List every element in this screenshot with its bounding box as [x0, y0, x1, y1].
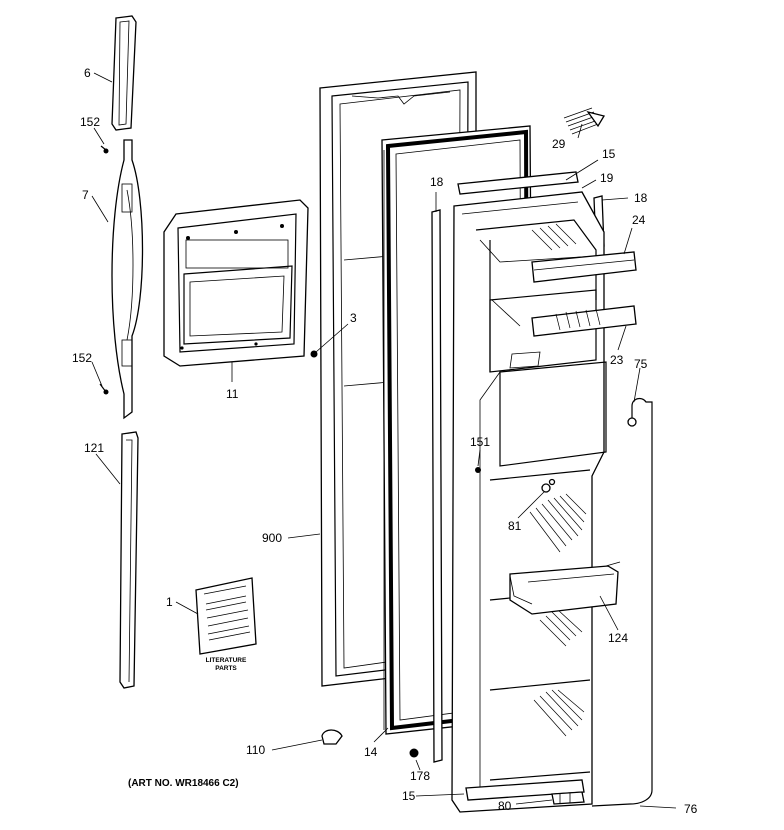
- door-liner: [451, 191, 607, 813]
- part-121-handle-trim: [119, 431, 139, 689]
- label-18-left: 18: [430, 175, 444, 189]
- label-7: 7: [82, 188, 89, 202]
- label-900: 900: [262, 531, 282, 545]
- part-7-handle: [111, 139, 144, 420]
- part-75-76-tube: [591, 397, 653, 807]
- literature-caption-line-2: PARTS: [215, 665, 237, 672]
- part-3-plug: [310, 350, 318, 358]
- label-76: 76: [684, 802, 698, 816]
- label-15-top: 15: [602, 147, 616, 161]
- part-18-trim-left: [431, 209, 443, 763]
- part-24-shelf-rail: [531, 251, 637, 283]
- label-3: 3: [350, 311, 357, 325]
- part-15-trim-top: [457, 171, 579, 195]
- literature-caption-line-1: LITERATURE: [206, 657, 247, 664]
- label-24: 24: [632, 213, 646, 227]
- label-11: 11: [226, 387, 239, 401]
- part-178-grommet: [409, 748, 419, 758]
- label-81: 81: [508, 519, 522, 533]
- label-110: 110: [246, 743, 265, 757]
- part-11-dispenser-frame: [163, 199, 309, 367]
- label-152-upper: 152: [80, 115, 100, 129]
- label-18-right: 18: [634, 191, 648, 205]
- label-29: 29: [552, 137, 566, 151]
- part-152-screw-lower: [99, 383, 109, 395]
- part-152-screw-upper: [100, 145, 109, 154]
- label-152-lower: 152: [72, 351, 92, 365]
- part-1-literature: [195, 577, 257, 655]
- art-number: (ART NO. WR18466 C2): [128, 778, 239, 789]
- literature-caption: LITERATURE PARTS: [206, 657, 247, 672]
- leader-lines: [91, 72, 677, 809]
- label-1: 1: [166, 595, 173, 609]
- part-15-trim-bottom: [465, 779, 585, 801]
- label-23: 23: [610, 353, 624, 367]
- label-14: 14: [364, 745, 378, 759]
- part-124-door-bin: [509, 561, 621, 615]
- label-80: 80: [498, 799, 512, 813]
- label-121: 121: [84, 441, 104, 455]
- label-19: 19: [600, 171, 614, 185]
- part-23-shelf-rail: [531, 305, 637, 337]
- part-110-clip: [321, 729, 343, 745]
- label-178: 178: [410, 769, 430, 783]
- part-29-clip: [563, 107, 606, 135]
- label-151: 151: [470, 435, 490, 449]
- part-80-clip: [551, 791, 585, 805]
- label-15-bottom: 15: [402, 789, 416, 803]
- label-6: 6: [84, 66, 91, 80]
- part-6-handle-cap: [111, 15, 137, 131]
- label-75: 75: [634, 357, 648, 371]
- label-124: 124: [608, 631, 628, 645]
- part-labels: 6 152 7 152 121 11 3 900 1 110 14 178 15…: [72, 66, 698, 816]
